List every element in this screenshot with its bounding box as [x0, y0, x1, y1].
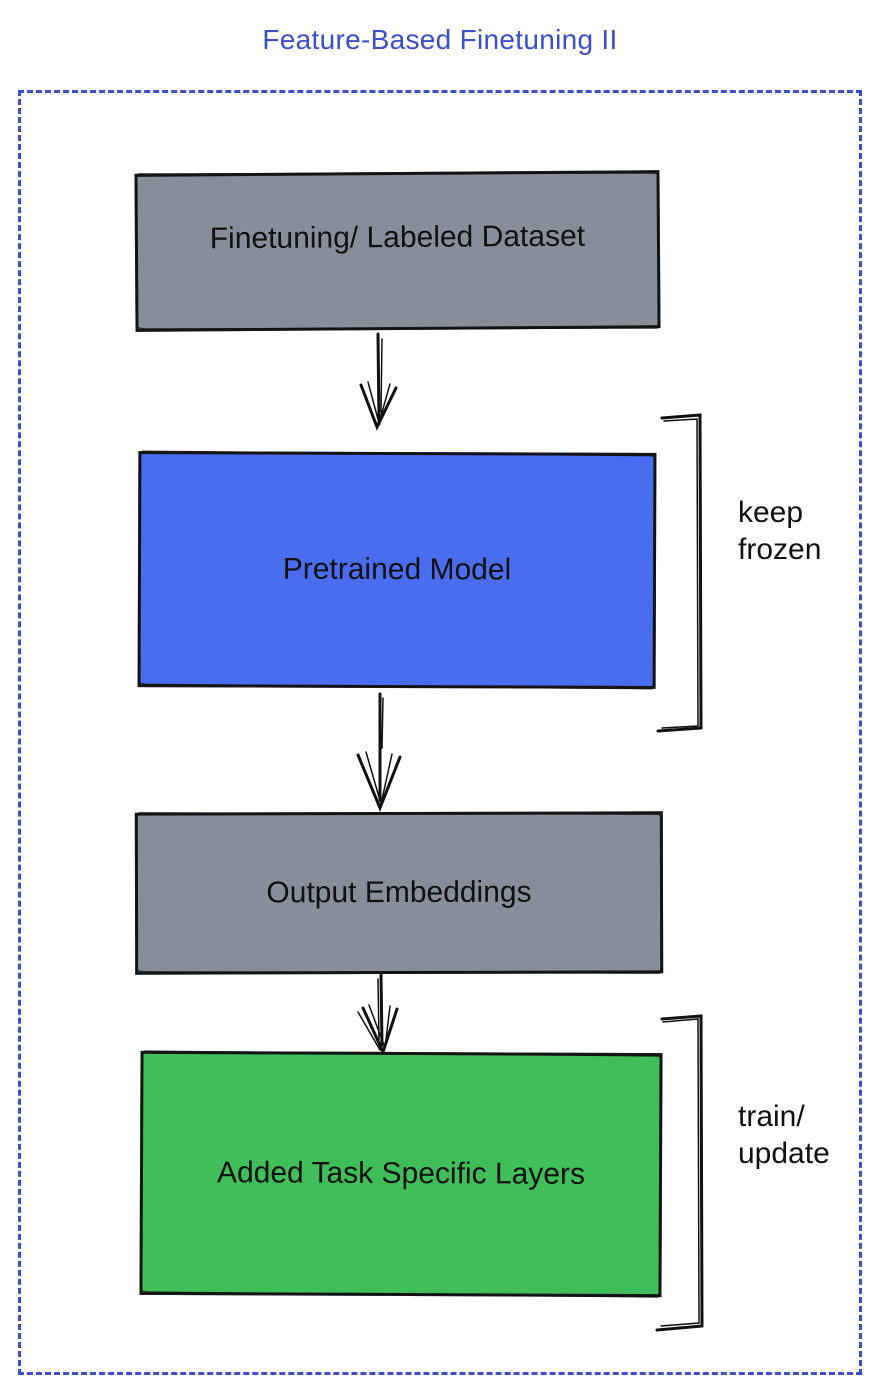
annotation-train-update-line2: update — [738, 1137, 830, 1170]
node-pretrained-model: Pretrained Model — [137, 451, 657, 689]
node-task-specific-layers: Added Task Specific Layers — [139, 1050, 663, 1298]
annotation-train-update-line1: train/ — [738, 1100, 805, 1133]
node-finetuning-dataset-label: Finetuning/ Labeled Dataset — [209, 219, 586, 256]
node-finetuning-dataset: Finetuning/ Labeled Dataset — [134, 170, 661, 332]
annotation-keep-frozen-line2: frozen — [738, 533, 822, 566]
node-task-specific-layers-label: Added Task Specific Layers — [216, 1156, 586, 1191]
annotation-keep-frozen-line1: keep — [738, 496, 804, 529]
annotation-keep-frozen: keep frozen — [738, 494, 821, 568]
node-pretrained-model-label: Pretrained Model — [282, 552, 512, 587]
dotted-frame — [18, 90, 862, 1375]
annotation-train-update: train/ update — [738, 1098, 830, 1172]
diagram-title: Feature-Based Finetuning II — [262, 24, 618, 55]
node-output-embeddings-label: Output Embeddings — [266, 875, 532, 910]
node-output-embeddings: Output Embeddings — [134, 811, 664, 975]
